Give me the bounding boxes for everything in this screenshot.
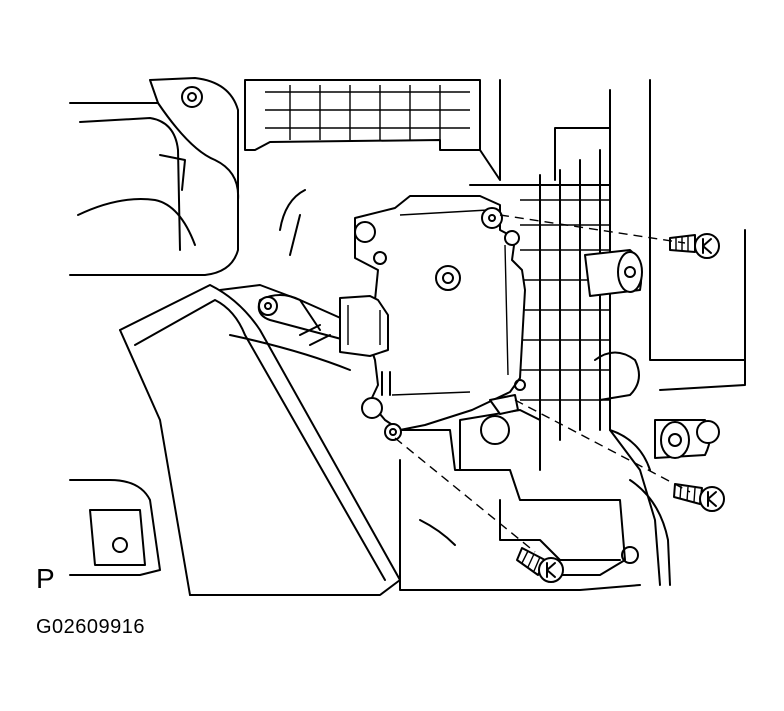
figure-code: G02609916 bbox=[36, 616, 146, 638]
lower-left-bracket bbox=[69, 479, 161, 576]
damper-servo-motor-icon bbox=[339, 195, 526, 441]
screw-icon bbox=[669, 233, 720, 259]
right-housing-grid bbox=[469, 79, 746, 471]
fastener-guide-lines bbox=[394, 214, 691, 553]
left-duct-panel bbox=[119, 189, 401, 596]
screw-icon bbox=[673, 483, 725, 512]
corner-label: P bbox=[36, 563, 55, 594]
upper-left-housing bbox=[69, 77, 240, 276]
upper-grid-frame bbox=[244, 79, 501, 181]
lower-center-housing bbox=[389, 409, 641, 591]
screw-icon bbox=[516, 547, 564, 583]
lower-right-linkage bbox=[594, 351, 720, 586]
